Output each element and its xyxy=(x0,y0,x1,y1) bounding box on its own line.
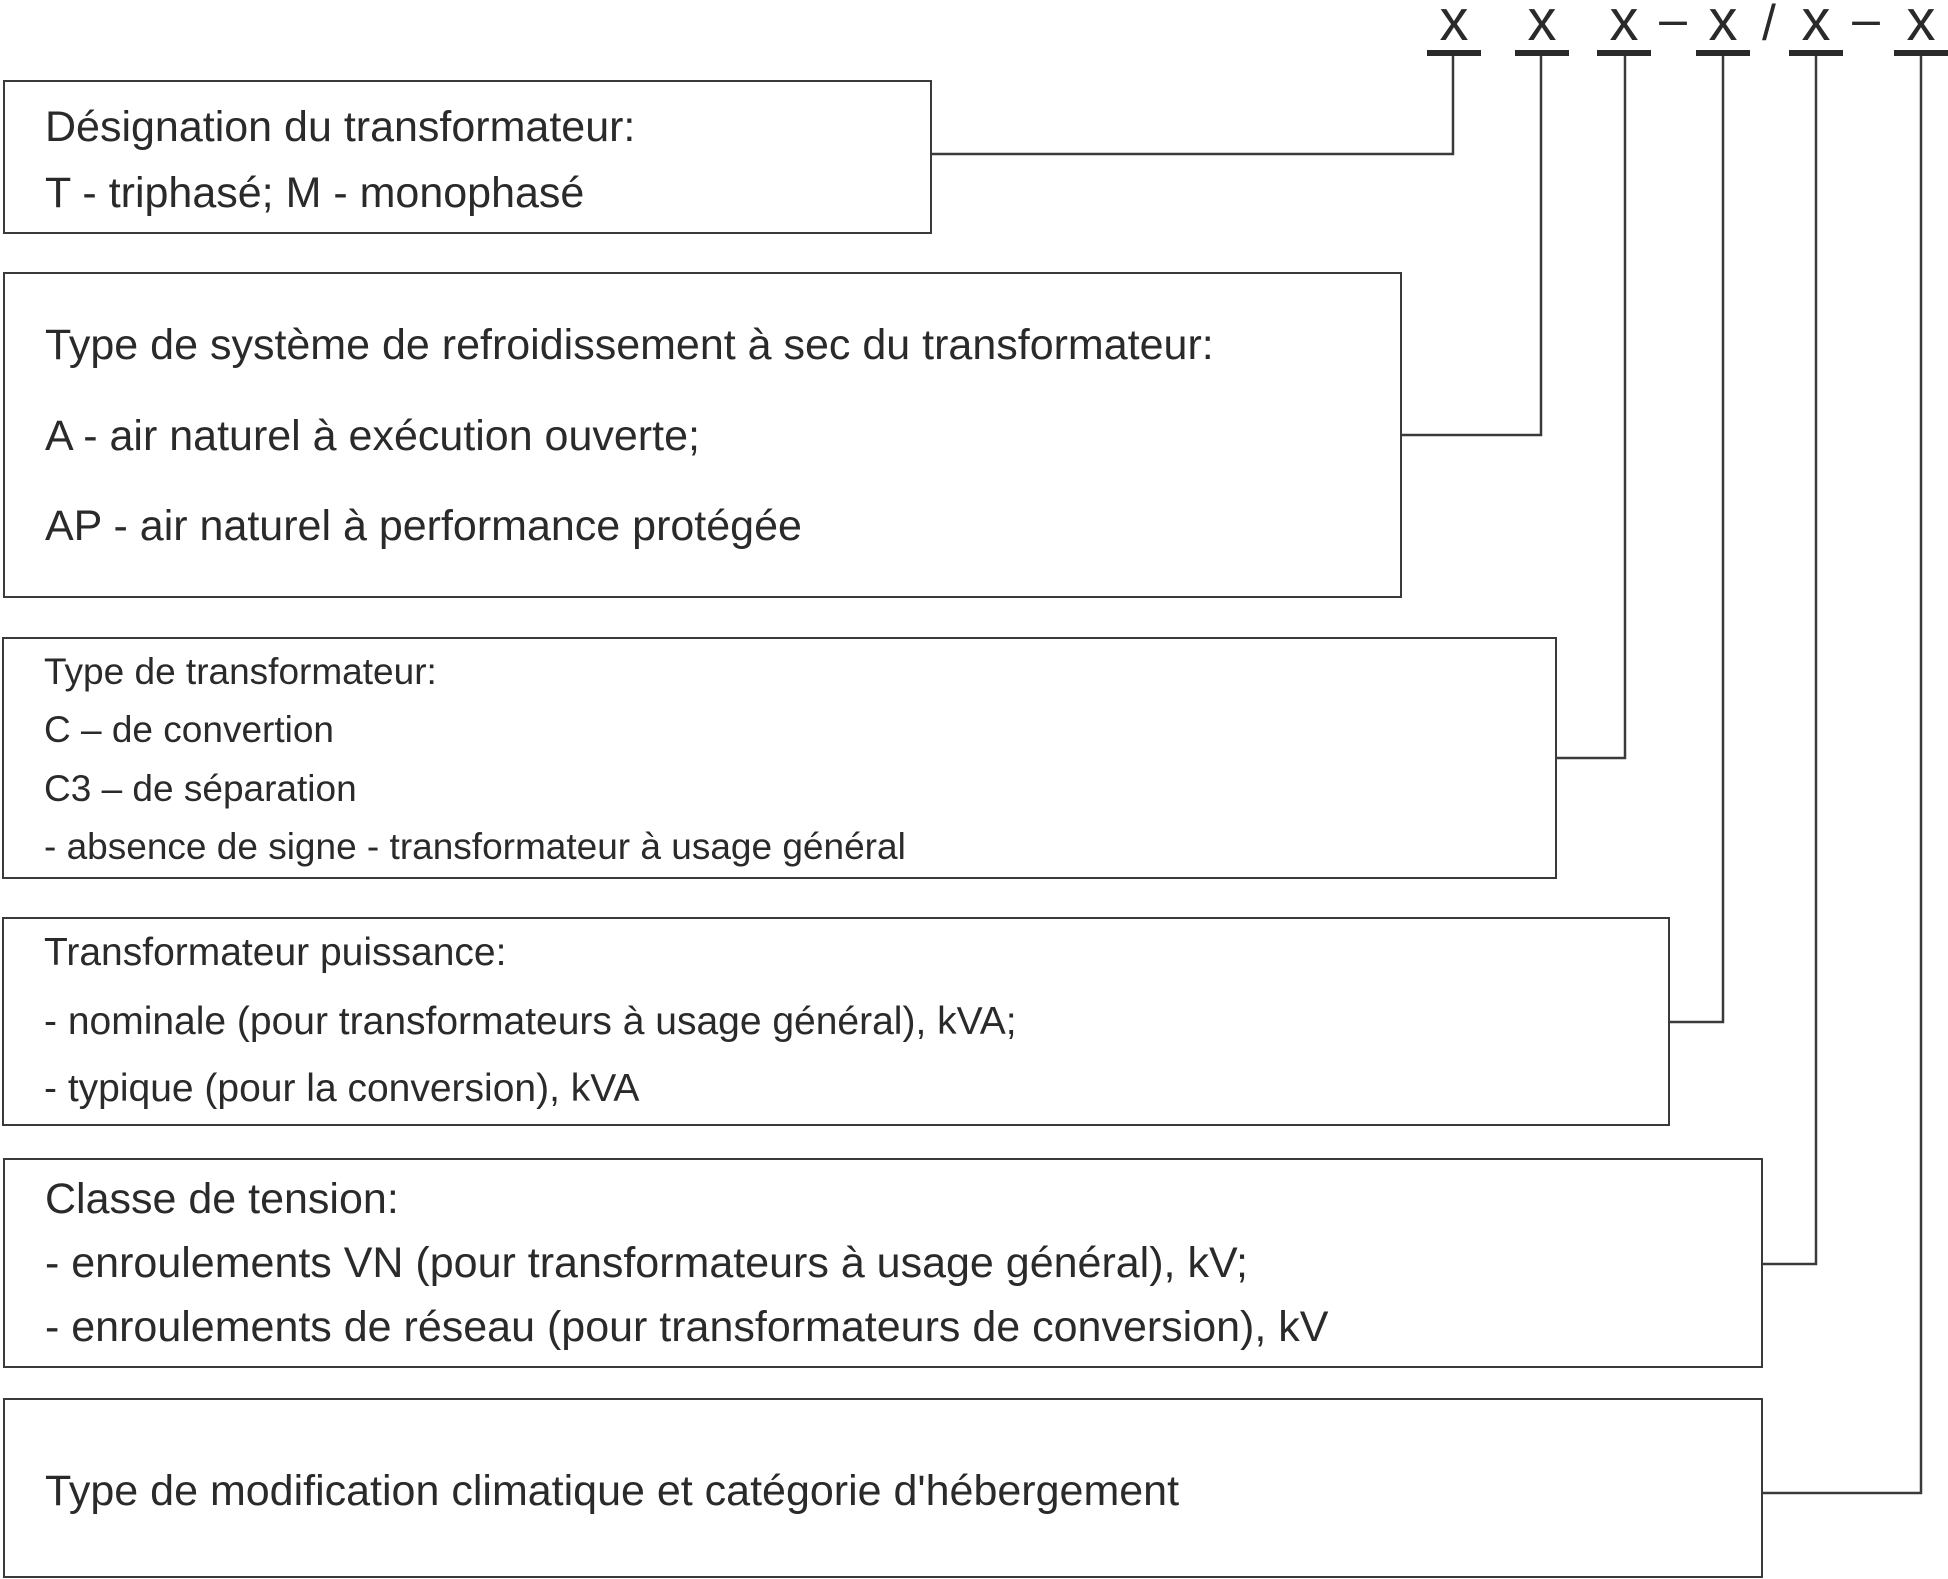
connector-1 xyxy=(931,54,1455,156)
code-char-6: x xyxy=(1907,0,1936,53)
box-power-line-nominal: - nominale (pour transformateurs à usage… xyxy=(44,1000,1017,1043)
box-voltage: Classe de tension: - enroulements VN (po… xyxy=(3,1158,1763,1368)
box-designation: Désignation du transformateur: T - triph… xyxy=(3,80,932,234)
box-type-line-c: C – de convertion xyxy=(44,709,335,750)
code-separator-3: – xyxy=(1852,0,1880,47)
connector-2 xyxy=(1401,54,1543,437)
code-separator-1: – xyxy=(1659,0,1687,47)
box-type-title: Type de transformateur: xyxy=(44,651,437,692)
connector-5 xyxy=(1762,54,1818,1266)
box-designation-title: Désignation du transformateur: xyxy=(45,103,636,151)
box-cooling-line-a: A - air naturel à exécution ouverte; xyxy=(45,412,700,460)
box-power-title: Transformateur puissance: xyxy=(44,931,507,974)
code-separator-2: / xyxy=(1762,0,1776,51)
code-char-2: x xyxy=(1528,0,1557,53)
box-power-line-typical: - typique (pour la conversion), kVA xyxy=(44,1067,640,1110)
box-climate-line: Type de modification climatique et catég… xyxy=(45,1467,1180,1515)
box-voltage-line-vn: - enroulements VN (pour transformateurs … xyxy=(45,1239,1248,1287)
box-cooling-title: Type de système de refroidissement à sec… xyxy=(45,321,1214,369)
connector-3 xyxy=(1556,54,1627,760)
box-designation-line: T - triphasé; M - monophasé xyxy=(45,169,585,217)
box-cooling: Type de système de refroidissement à sec… xyxy=(3,272,1402,598)
box-climate: Type de modification climatique et catég… xyxy=(3,1398,1763,1578)
box-voltage-title: Classe de tension: xyxy=(45,1175,399,1223)
code-char-3: x xyxy=(1610,0,1639,53)
box-power: Transformateur puissance: - nominale (po… xyxy=(2,917,1670,1126)
code-char-5: x xyxy=(1802,0,1831,53)
code-char-1: x xyxy=(1440,0,1469,53)
box-voltage-line-network: - enroulements de réseau (pour transform… xyxy=(45,1303,1329,1351)
connector-6 xyxy=(1762,54,1923,1495)
box-type-line-c3: C3 – de séparation xyxy=(44,768,357,809)
box-type-line-none: - absence de signe - transformateur à us… xyxy=(44,826,906,867)
box-cooling-line-ap: AP - air naturel à performance protégée xyxy=(45,502,802,550)
code-char-4: x xyxy=(1709,0,1738,53)
connector-4 xyxy=(1669,54,1725,1024)
box-type: Type de transformateur: C – de convertio… xyxy=(2,637,1557,879)
